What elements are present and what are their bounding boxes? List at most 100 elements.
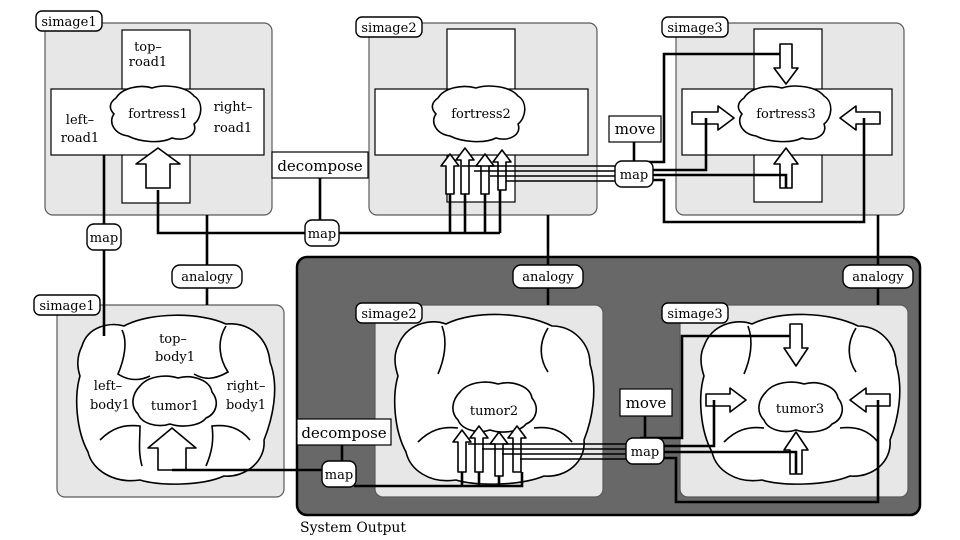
map-node-bottom-right — [625, 437, 665, 465]
fortress2-blob — [431, 85, 526, 143]
move-node-bottom — [619, 388, 673, 417]
fortress2-label: fortress2 — [451, 107, 511, 122]
system-output-caption: System Output — [300, 520, 406, 536]
map-node-top-left — [86, 223, 122, 251]
map-node-top-right-label: map — [620, 168, 648, 183]
wire-map-to-up-arrow-body — [662, 450, 798, 474]
tag-top-simage1-label: simage1 — [41, 15, 96, 30]
wire-map-to-left-arrow — [652, 118, 866, 224]
body3-region-line-3 — [723, 426, 765, 443]
map-node-bottom-right-label: map — [631, 445, 659, 460]
decompose-node-top — [271, 151, 369, 179]
body-small-arrow-1-icon — [452, 429, 472, 473]
analogy-node-right — [842, 264, 914, 289]
top-simage1-scene — [50, 29, 265, 204]
tumor1-blob — [132, 375, 218, 427]
map-node-top-mid — [304, 219, 340, 247]
map-node-top-mid-label: map — [308, 227, 336, 242]
wire-map-to-right-arrow — [652, 118, 708, 172]
left-road-label-line1: left– — [66, 113, 94, 128]
move-node-top-label: move — [615, 120, 656, 138]
tag-top-simage3-label: simage3 — [667, 21, 722, 36]
left-arrow-icon — [839, 105, 881, 131]
map-node-top-right — [614, 160, 654, 188]
up-arrow-body-icon — [147, 427, 197, 471]
tag-top-simage3 — [661, 16, 729, 38]
map-node-bottom-left-label: map — [325, 468, 353, 483]
bottom-nodes: analogy analogy decompose map move map — [296, 264, 914, 488]
top-body-label-line2: body1 — [155, 350, 195, 365]
body-small-arrow-2-icon — [469, 425, 489, 473]
analogy-node-left — [171, 264, 243, 289]
top-nodes: map map map decompose move analogy — [86, 115, 662, 289]
top-simage3-scene: fortress3 — [681, 28, 893, 203]
bottom-simage2-scene: tumor2 — [393, 313, 595, 485]
bottom-simage1-labels: top– body1 left– body1 right– body1 tumo… — [90, 332, 266, 414]
right-road-label-line2: road1 — [214, 121, 252, 136]
small-arrow-4-icon — [492, 149, 512, 191]
body3-region-line-1 — [743, 325, 752, 375]
move-node-top — [608, 115, 662, 143]
body2-region-line-4 — [533, 426, 573, 443]
top-road-label-line1: top– — [134, 40, 162, 55]
top-body-label-line1: top– — [159, 332, 187, 347]
bottom-simage3-scene: tumor3 — [699, 313, 901, 485]
map-node-top-left-label: map — [90, 231, 118, 246]
simage-tags: simage1 simage2 simage3 simage1 simage2 … — [33, 10, 729, 324]
tag-top-simage1 — [35, 10, 103, 32]
tag-bottom-simage3 — [661, 302, 729, 324]
analogy-node-right-label: analogy — [852, 270, 904, 285]
body1-region-line-3 — [99, 424, 143, 467]
tag-top-simage2 — [355, 16, 423, 38]
small-arrow-1-icon — [440, 153, 460, 195]
body3-region-line-4 — [839, 426, 879, 443]
top-simage1-labels: top– road1 left– road1 right– road1 fort… — [61, 40, 253, 146]
wire-map-to-right-arrow-body — [662, 400, 716, 448]
right-road-label-line1: right– — [214, 100, 253, 115]
tumor3-blob — [758, 381, 844, 433]
tag-top-simage2-label: simage2 — [361, 21, 416, 36]
body2-region-line-2 — [540, 327, 549, 373]
body1-region-line-2 — [193, 325, 230, 380]
decompose-node-bottom — [296, 418, 392, 446]
wire-arrow-to-map — [156, 190, 306, 235]
fortress3-blob — [737, 85, 832, 143]
small-arrow-2-icon — [455, 147, 475, 195]
fortress1-blob — [109, 85, 202, 143]
analogy-node-mid-label: analogy — [522, 270, 574, 285]
tumor2-blob — [452, 381, 538, 433]
top-road-label-line2: road1 — [129, 55, 167, 70]
down-arrow-body-icon — [783, 323, 809, 367]
body2-region-line-3 — [417, 426, 459, 443]
tumor2-label: tumor2 — [470, 404, 518, 419]
decompose-node-bottom-label: decompose — [301, 424, 386, 442]
top-simage2-scene: fortress2 — [374, 28, 589, 203]
analogy-node-mid — [512, 264, 584, 289]
tag-bottom-simage1 — [33, 294, 101, 316]
right-arrow-body-icon — [705, 387, 747, 413]
left-body-label-line2: body1 — [90, 398, 130, 413]
wire-map-to-body-arrows — [354, 472, 524, 488]
tag-bottom-simage2-label: simage2 — [361, 307, 416, 322]
tumor1-label: tumor1 — [151, 399, 199, 414]
tumor3-label: tumor3 — [776, 402, 824, 417]
body3-region-line-2 — [848, 327, 857, 373]
tag-bottom-simage3-label: simage3 — [667, 307, 722, 322]
fortress3-label: fortress3 — [756, 107, 816, 122]
wire-map-to-down-arrow-body — [640, 334, 790, 440]
tag-bottom-simage2 — [355, 302, 423, 324]
fortress1-label: fortress1 — [128, 107, 188, 122]
analogy-node-left-label: analogy — [181, 270, 233, 285]
bottom-simage1-scene — [75, 314, 276, 485]
right-body-label-line2: body1 — [226, 398, 266, 413]
wire-map-to-left-arrow-body — [662, 400, 880, 504]
body1-region-line-4 — [205, 424, 251, 467]
bottom-wires — [172, 334, 880, 504]
right-arrow-icon — [691, 105, 735, 131]
left-arrow-body-icon — [849, 387, 891, 413]
body2-region-line-1 — [437, 325, 446, 375]
decompose-node-top-label: decompose — [277, 157, 362, 175]
up-arrow-icon — [135, 147, 181, 189]
move-node-bottom-label: move — [626, 394, 667, 412]
